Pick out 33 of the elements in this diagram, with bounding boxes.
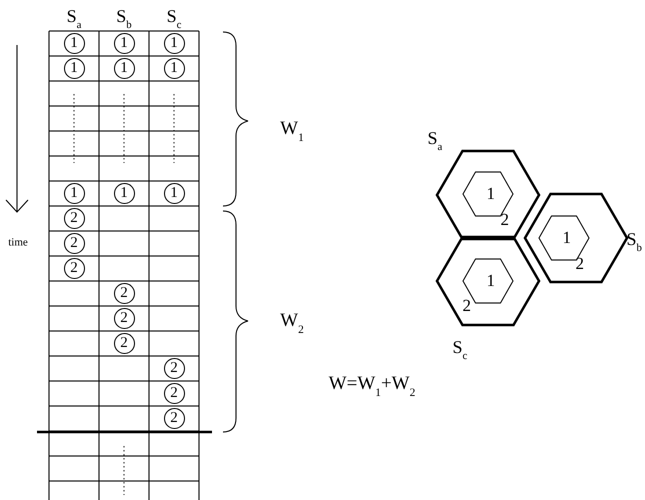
zone-number: 1 <box>562 228 571 246</box>
circled-number: 1 <box>114 32 134 54</box>
column-header: S$_{c}$ <box>166 7 182 29</box>
circled-number: 2 <box>164 408 184 428</box>
circled-number: 2 <box>114 282 134 304</box>
brace-label: W$_{1}$ <box>280 118 304 142</box>
zone-number: 1 <box>486 272 495 289</box>
circled-number: 1 <box>164 182 184 204</box>
circled-number: 1 <box>64 182 84 204</box>
zone-number: 1 <box>486 185 495 202</box>
axis-label: time <box>8 238 28 248</box>
circled-number: 1 <box>64 58 84 78</box>
circled-number: 1 <box>164 32 184 54</box>
circled-number: 1 <box>114 182 134 204</box>
circled-number: 2 <box>164 358 184 378</box>
circled-number: 1 <box>114 58 134 78</box>
circled-number: 2 <box>64 258 84 278</box>
circled-number: 2 <box>64 208 84 228</box>
circled-number: 2 <box>114 308 134 328</box>
cell-label: S$_{b}$ <box>626 230 642 252</box>
cell-label: S$_{c}$ <box>452 338 468 360</box>
formula-text: W=W$_{1}$+W$_{2}$ <box>328 374 416 396</box>
zone-number: 2 <box>500 211 509 228</box>
column-header: S$_{b}$ <box>116 7 132 29</box>
cell-label: S$_{a}$ <box>428 129 442 151</box>
column-header: S$_{a}$ <box>66 7 82 29</box>
circled-number: 2 <box>164 382 184 404</box>
circled-number: 1 <box>64 32 84 54</box>
brace-label: W$_{2}$ <box>280 310 304 334</box>
circled-number: 2 <box>64 232 84 254</box>
circled-number: 2 <box>114 332 134 354</box>
circled-number: 1 <box>164 58 184 78</box>
zone-number: 2 <box>462 297 471 314</box>
